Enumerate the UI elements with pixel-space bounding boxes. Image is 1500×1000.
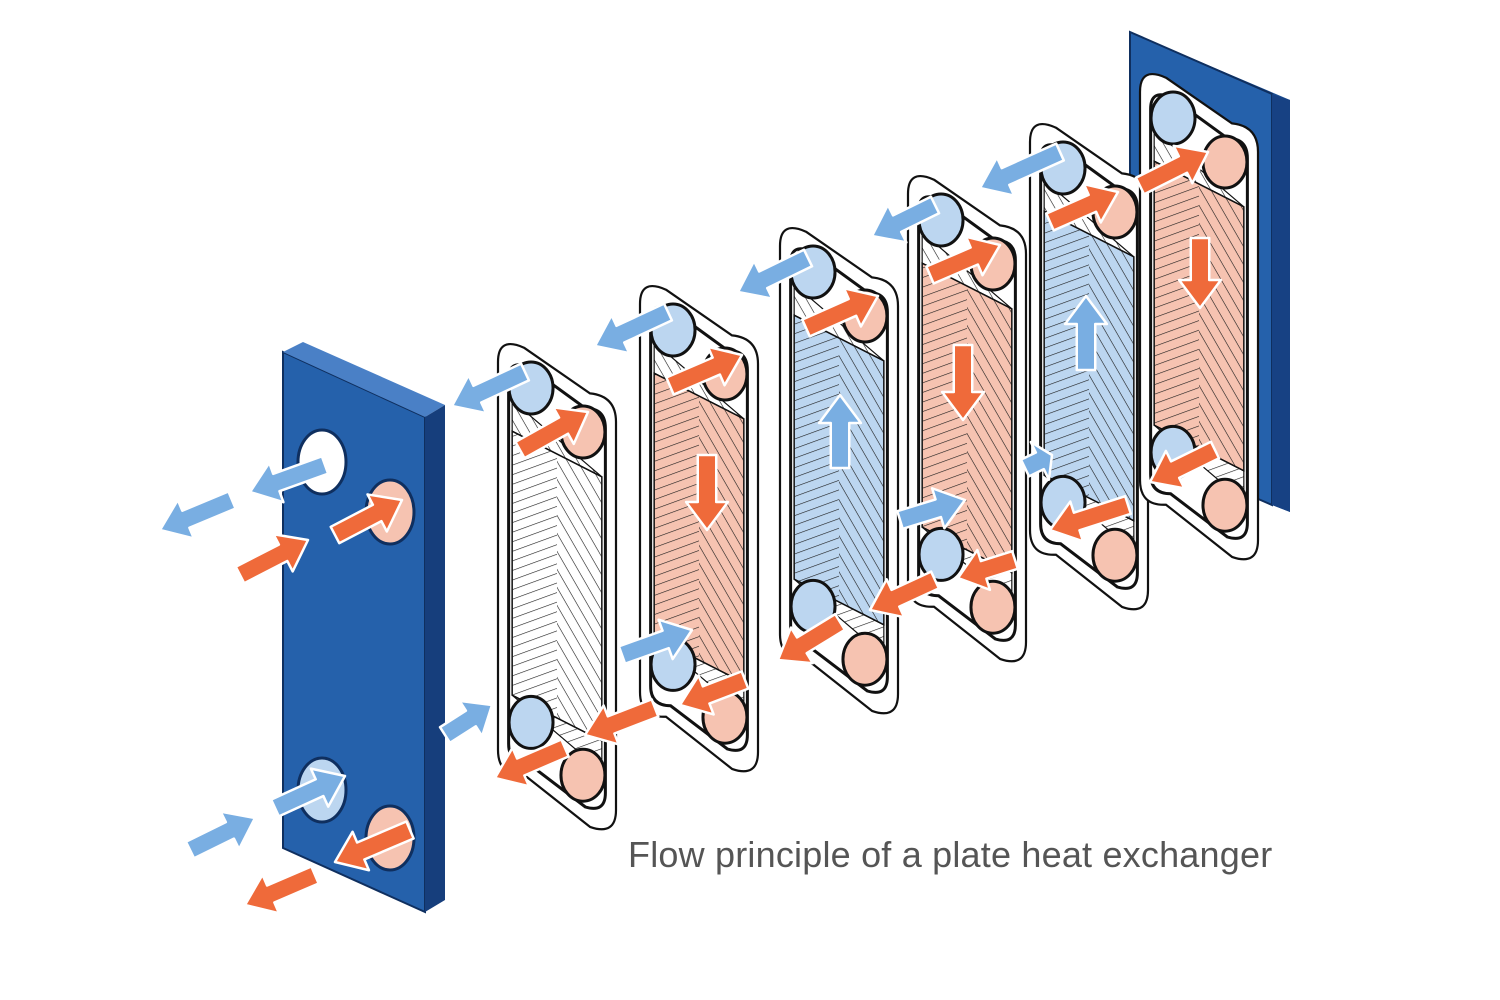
flow-arrows [158, 142, 1223, 915]
hot-inlet-port-arrow [329, 493, 404, 545]
plate-6 [1138, 73, 1260, 561]
plate-1-port-bottom-left [507, 694, 555, 750]
plate-5-hot-in [1045, 182, 1120, 232]
plate-4-cold-in [896, 487, 967, 531]
hot-outlet-arrow [243, 865, 320, 915]
plate-5-port-bottom-right [1091, 527, 1139, 583]
plate-6-port-top-right [1201, 134, 1249, 190]
plate-4-hot-out [956, 548, 1020, 592]
plate-3-cold-up [817, 393, 863, 470]
plate-2-hot-out [678, 670, 750, 716]
plate-6-hot-down [1177, 236, 1223, 310]
cold-return-arrow [248, 455, 330, 504]
plate-1 [496, 343, 618, 831]
front-frame-plate [282, 342, 445, 914]
plate-1-cold-out [450, 362, 531, 415]
cold-outlet-arrow [158, 490, 237, 540]
plate-5-hot-out [1048, 494, 1133, 543]
diagram-caption: Flow principle of a plate heat exchanger [628, 834, 1273, 875]
plate-5-cold-out [978, 142, 1066, 197]
plate-6-port-bottom-right [1201, 477, 1249, 533]
plate-3-hot-return [868, 570, 941, 619]
plate-1-hot-out [583, 698, 660, 746]
plate-4-port-bottom-left [917, 526, 965, 582]
hot-inlet-arrow [234, 532, 310, 585]
cold-transfer-arrow-1 [438, 699, 494, 745]
plate-1-port-bottom-right [559, 747, 607, 803]
plate-6-hot-out [1148, 440, 1221, 490]
plate-3-hot-out [776, 612, 847, 665]
plate-5-cold-up [1063, 294, 1109, 372]
plate-2-hot-in [665, 345, 744, 396]
plate-2-hot-down [684, 453, 730, 532]
plate-4-hot-in [925, 235, 1002, 285]
cold-inlet-port-arrow [269, 767, 347, 818]
plate-4-port-bottom-right [969, 579, 1017, 635]
plate-4-cold-out [870, 195, 941, 244]
plate-2-cold-in [617, 618, 694, 665]
plate-1-hot-in [514, 406, 590, 460]
plate-6-port-top-left [1149, 90, 1197, 146]
plate-4 [906, 175, 1028, 663]
cold-inlet-arrow [184, 810, 257, 860]
plate-3-cold-out [736, 248, 814, 300]
plate-5-cold-in [1019, 440, 1054, 481]
plate-3 [778, 227, 900, 715]
plate-1-hot-return [493, 738, 570, 788]
plate-6-hot-in [1134, 144, 1210, 196]
plate-3-port-bottom-right [841, 631, 889, 687]
plate-3-hot-in [800, 287, 880, 338]
plate-pack [496, 73, 1260, 831]
hot-outlet-port-arrow [333, 820, 415, 872]
plate-4-hot-down [940, 343, 986, 422]
plate-2-cold-out [593, 302, 674, 355]
